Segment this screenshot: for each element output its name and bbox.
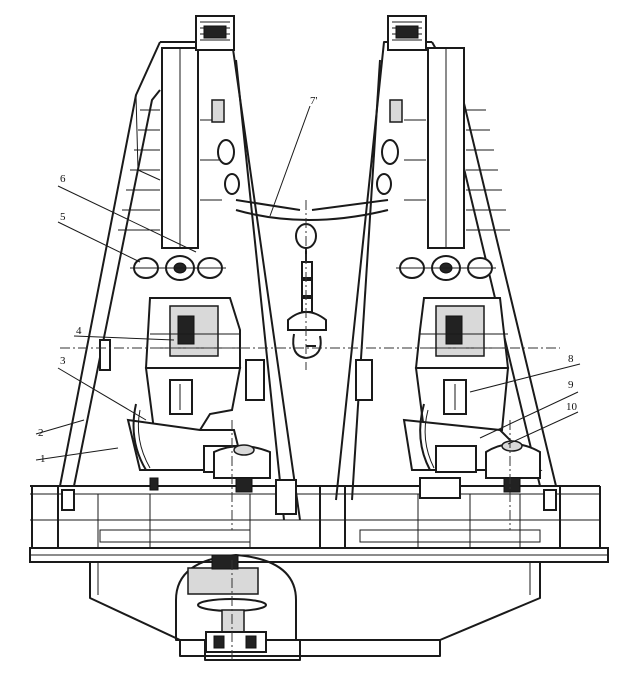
callout-2: 2 xyxy=(38,427,44,439)
foundation-base xyxy=(29,547,609,661)
right-tower xyxy=(335,15,557,530)
callout-5: 5 xyxy=(60,211,66,223)
callout-6: 6 xyxy=(60,173,66,185)
leader-lines xyxy=(35,105,581,461)
callout-9: 9 xyxy=(568,379,574,391)
left-tower xyxy=(59,15,301,530)
central-drive-pit xyxy=(175,554,297,662)
center-hook-assembly xyxy=(235,199,389,370)
callout-4: 4 xyxy=(76,325,82,337)
callout-10: 10 xyxy=(566,401,578,413)
callout-3: 3 xyxy=(60,355,66,367)
platform-railing xyxy=(30,485,601,548)
callout-8: 8 xyxy=(568,353,574,365)
callout-7: 7' xyxy=(310,95,318,107)
callout-1: 1 xyxy=(40,453,46,465)
